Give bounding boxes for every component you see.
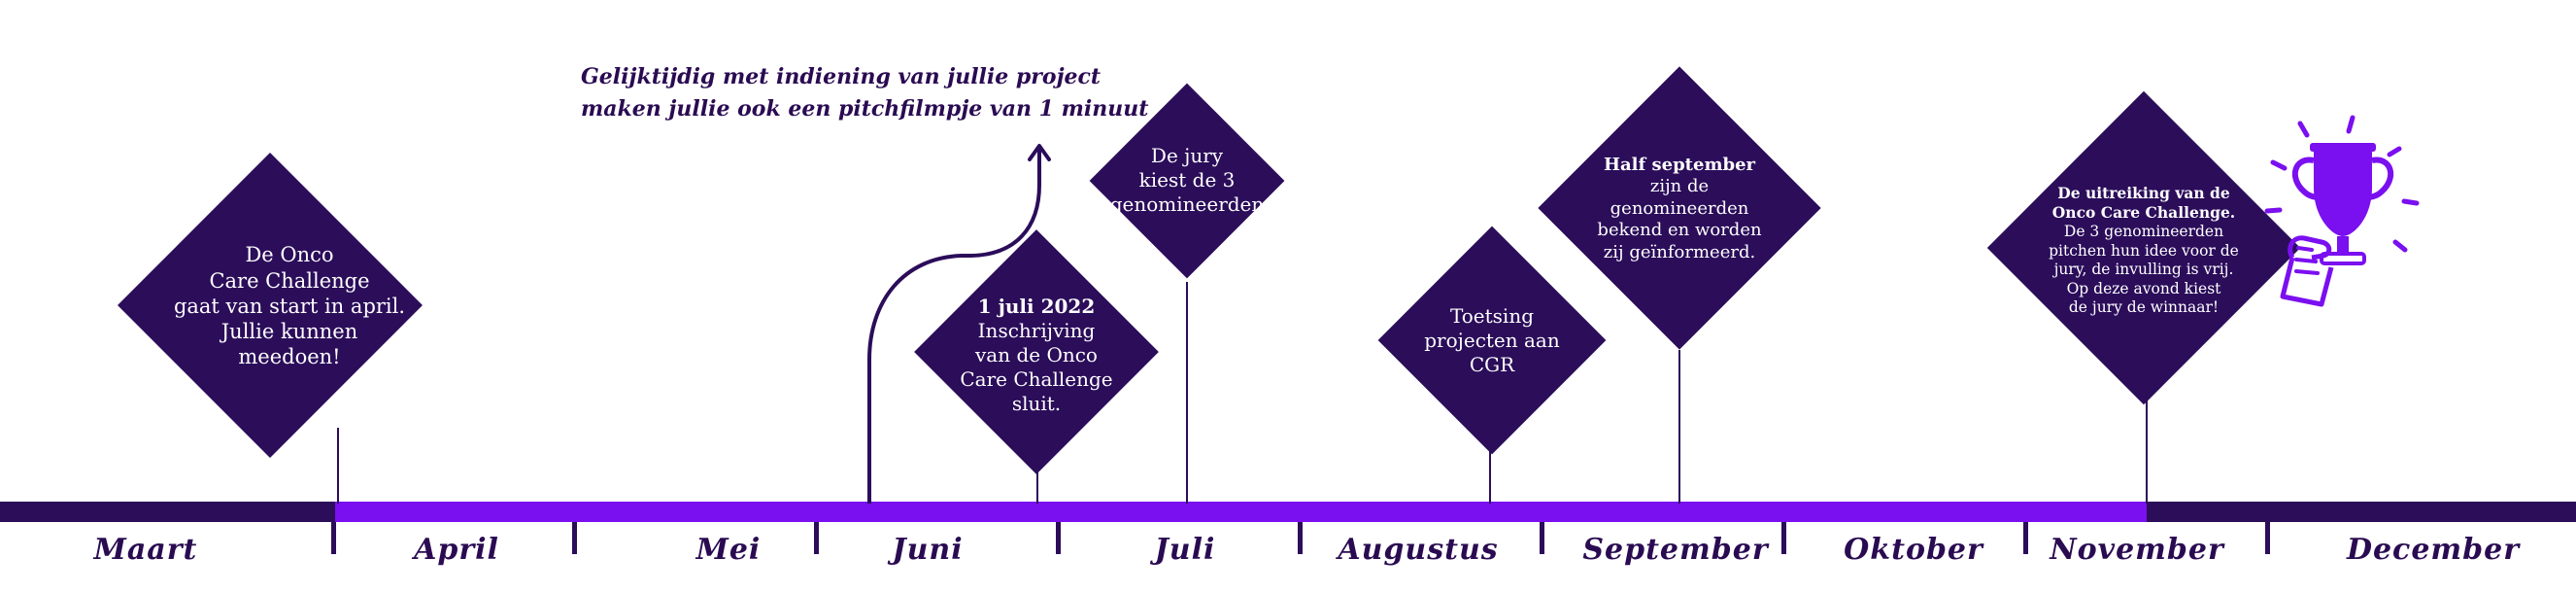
month-label-mei: Mei xyxy=(695,533,762,567)
month-label-augustus: Augustus xyxy=(1338,533,1499,567)
month-label-november: November xyxy=(2050,533,2224,567)
month-divider xyxy=(814,522,819,554)
milestone-start-text: De Onco Care Challenge gaat van start in… xyxy=(144,209,435,403)
month-label-april: April xyxy=(414,533,499,567)
note-line-1: Gelijktijdig met indiening van jullie pr… xyxy=(581,64,1102,89)
milestone-line: meedoen! xyxy=(238,345,341,369)
milestone-line: projecten aan xyxy=(1424,328,1560,352)
milestone-title: 1 juli 2022 xyxy=(978,295,1095,319)
month-label-december: December xyxy=(2346,533,2521,567)
month-label-oktober: Oktober xyxy=(1844,533,1983,567)
milestone-september-text: Half september zijn de genomineerden bek… xyxy=(1558,141,1801,277)
milestone-line: pitchen hun idee voor de xyxy=(2049,241,2239,260)
month-divider xyxy=(572,522,577,554)
milestone-line: Toetsing xyxy=(1449,303,1535,328)
month-label-juli: Juli xyxy=(1154,533,1216,567)
milestone-line: genomineerden xyxy=(1610,197,1749,219)
milestone-line: sluit. xyxy=(1011,391,1062,415)
milestone-line: CGR xyxy=(1469,352,1515,376)
milestone-line: De jury xyxy=(1150,143,1224,167)
milestone-line: Inschrijving xyxy=(977,318,1096,342)
month-label-juni: Juni xyxy=(892,533,964,567)
milestone-stem xyxy=(1036,467,1038,504)
timeline-progress-bar xyxy=(335,502,2147,522)
milestone-line: De Onco xyxy=(245,243,334,267)
milestone-title: Half september xyxy=(1604,155,1755,177)
milestone-line: zij geïnformeerd. xyxy=(1603,241,1756,262)
trophy-icon xyxy=(2264,115,2420,307)
milestone-stem xyxy=(1678,350,1680,504)
milestone-jury-text: De jury kiest de 3 genomineerden xyxy=(1090,117,1284,243)
month-label-maart: Maart xyxy=(93,533,198,567)
milestone-title-text: 1 juli 2022 xyxy=(977,294,1096,318)
milestone-line: de jury de winnaar! xyxy=(2068,297,2220,316)
milestone-stem xyxy=(2146,389,2148,504)
milestone-title-2: Onco Care Challenge. xyxy=(2052,203,2235,223)
month-divider xyxy=(1781,522,1786,554)
milestone-line: zijn de xyxy=(1649,176,1710,197)
milestone-line: gaat van start in april. xyxy=(173,294,406,318)
milestone-stem xyxy=(1186,282,1188,504)
month-divider xyxy=(2023,522,2028,554)
month-divider xyxy=(1298,522,1303,554)
month-divider xyxy=(1056,522,1061,554)
milestone-line: Jullie kunnen xyxy=(220,320,358,344)
milestone-title-text: De uitreiking van de xyxy=(2057,183,2230,202)
milestone-title-text: Onco Care Challenge. xyxy=(2051,203,2236,223)
milestone-line: Care Challenge xyxy=(209,268,370,293)
milestone-cgr-text: Toetsing projecten aan CGR xyxy=(1385,282,1599,399)
milestone-stem xyxy=(1489,447,1491,504)
milestone-registration-text: 1 juli 2022 Inschrijving van de Onco Car… xyxy=(920,282,1153,428)
pitch-video-note: Gelijktijdig met indiening van jullie pr… xyxy=(581,61,1148,125)
month-divider xyxy=(2265,522,2270,554)
month-divider xyxy=(331,522,336,554)
milestone-award-text: De uitreiking van de Onco Care Challenge… xyxy=(2022,170,2265,331)
milestone-line: Op deze avond kiest xyxy=(2066,279,2221,297)
note-line-2: maken jullie ook een pitchfilmpje van 1 … xyxy=(581,96,1149,122)
milestone-line: Care Challenge xyxy=(960,366,1113,391)
milestone-title-text: Half september xyxy=(1603,154,1756,175)
month-label-september: September xyxy=(1582,533,1769,567)
milestone-line: jury, de invulling is vrij. xyxy=(2053,261,2234,279)
milestone-stem xyxy=(337,428,339,504)
milestone-line: De 3 genomineerden xyxy=(2063,223,2224,241)
milestone-line: bekend en worden xyxy=(1597,220,1762,241)
milestone-title: De uitreiking van de xyxy=(2057,184,2229,203)
milestone-line: genomineerden xyxy=(1109,192,1265,216)
month-divider xyxy=(1540,522,1544,554)
curved-arrow xyxy=(867,144,1051,504)
milestone-line: kiest de 3 xyxy=(1138,167,1236,192)
milestone-line: van de Onco xyxy=(975,342,1098,366)
